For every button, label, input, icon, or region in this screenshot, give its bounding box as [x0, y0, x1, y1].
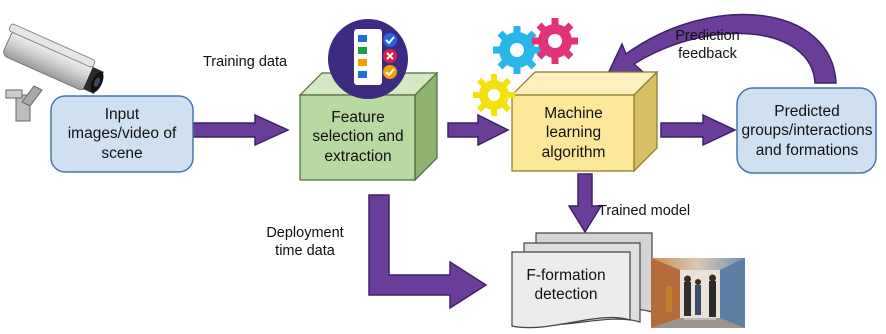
input-node-label: Input images/video of scene [67, 105, 177, 162]
prediction-feedback-label: Prediction feedback [675, 28, 740, 63]
arrow-ml-to-predicted [660, 113, 737, 147]
scene-photo-icon [651, 258, 745, 328]
ml-node-cube [510, 70, 659, 173]
arrow-feature-to-ml [447, 113, 510, 147]
training-data-label: Training data [202, 54, 288, 70]
trained-model-label: Trained model [598, 203, 691, 219]
arrow-prediction-feedback [604, 13, 837, 84]
arrow-ml-to-fformation [567, 173, 603, 234]
security-camera-icon [3, 23, 104, 122]
checklist-icon [328, 19, 408, 99]
feature-node-label: Feature selection and extraction [312, 108, 404, 165]
ml-node-label: Machine learning algorithm [541, 104, 606, 161]
deployment-data-label: Deployment time data [266, 225, 344, 260]
input-node-box [50, 95, 194, 173]
predicted-node-label: Predicted groups/interactions and format… [741, 102, 873, 159]
gears-icon [473, 18, 578, 116]
fformation-node-label: F-formation detection [526, 266, 606, 303]
arrow-input-to-feature [192, 113, 290, 147]
arrow-deployment-to-fformation [368, 194, 488, 310]
predicted-node-box [736, 87, 877, 174]
fformation-document-stack [511, 232, 653, 329]
